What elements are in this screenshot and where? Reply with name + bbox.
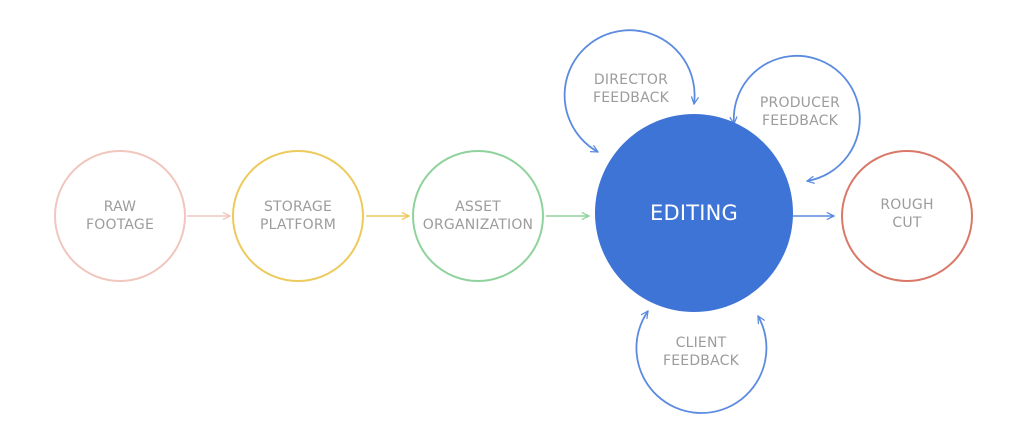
director-feedback-loop — [563, 29, 695, 153]
label-line: FEEDBACK — [662, 353, 740, 369]
raw-footage-node — [54, 150, 186, 282]
label-line: CLIENT — [675, 335, 727, 351]
director-feedback-label: DIRECTOR FEEDBACK — [593, 71, 669, 107]
storage-platform-label: STORAGE PLATFORM — [260, 198, 336, 234]
producer-feedback-loop — [734, 54, 861, 181]
client-feedback-loop — [635, 311, 768, 414]
label-line: ASSET — [455, 199, 501, 215]
label-line: FEEDBACK — [592, 90, 670, 106]
label-line: FOOTAGE — [86, 217, 154, 233]
label-line: ROUGH — [880, 197, 934, 213]
label-line: PLATFORM — [259, 217, 337, 233]
storage-platform-node — [232, 150, 364, 282]
raw-footage-label: RAW FOOTAGE — [86, 198, 154, 234]
asset-organization-node — [412, 150, 544, 282]
label-line: ORGANIZATION — [422, 217, 534, 233]
label-line: STORAGE — [263, 199, 333, 215]
label-line: CUT — [892, 215, 922, 231]
producer-feedback-label: PRODUCER FEEDBACK — [760, 94, 840, 130]
label-line: DIRECTOR — [593, 72, 669, 88]
client-feedback-label: CLIENT FEEDBACK — [663, 334, 739, 370]
editing-node — [595, 114, 793, 312]
label-line: FEEDBACK — [761, 113, 839, 129]
rough-cut-node — [841, 150, 973, 282]
asset-organization-label: ASSET ORGANIZATION — [423, 198, 533, 234]
editing-label: EDITING — [649, 201, 739, 225]
rough-cut-label: ROUGH CUT — [880, 196, 933, 232]
label-line: RAW — [103, 199, 137, 215]
label-line: PRODUCER — [759, 95, 841, 111]
